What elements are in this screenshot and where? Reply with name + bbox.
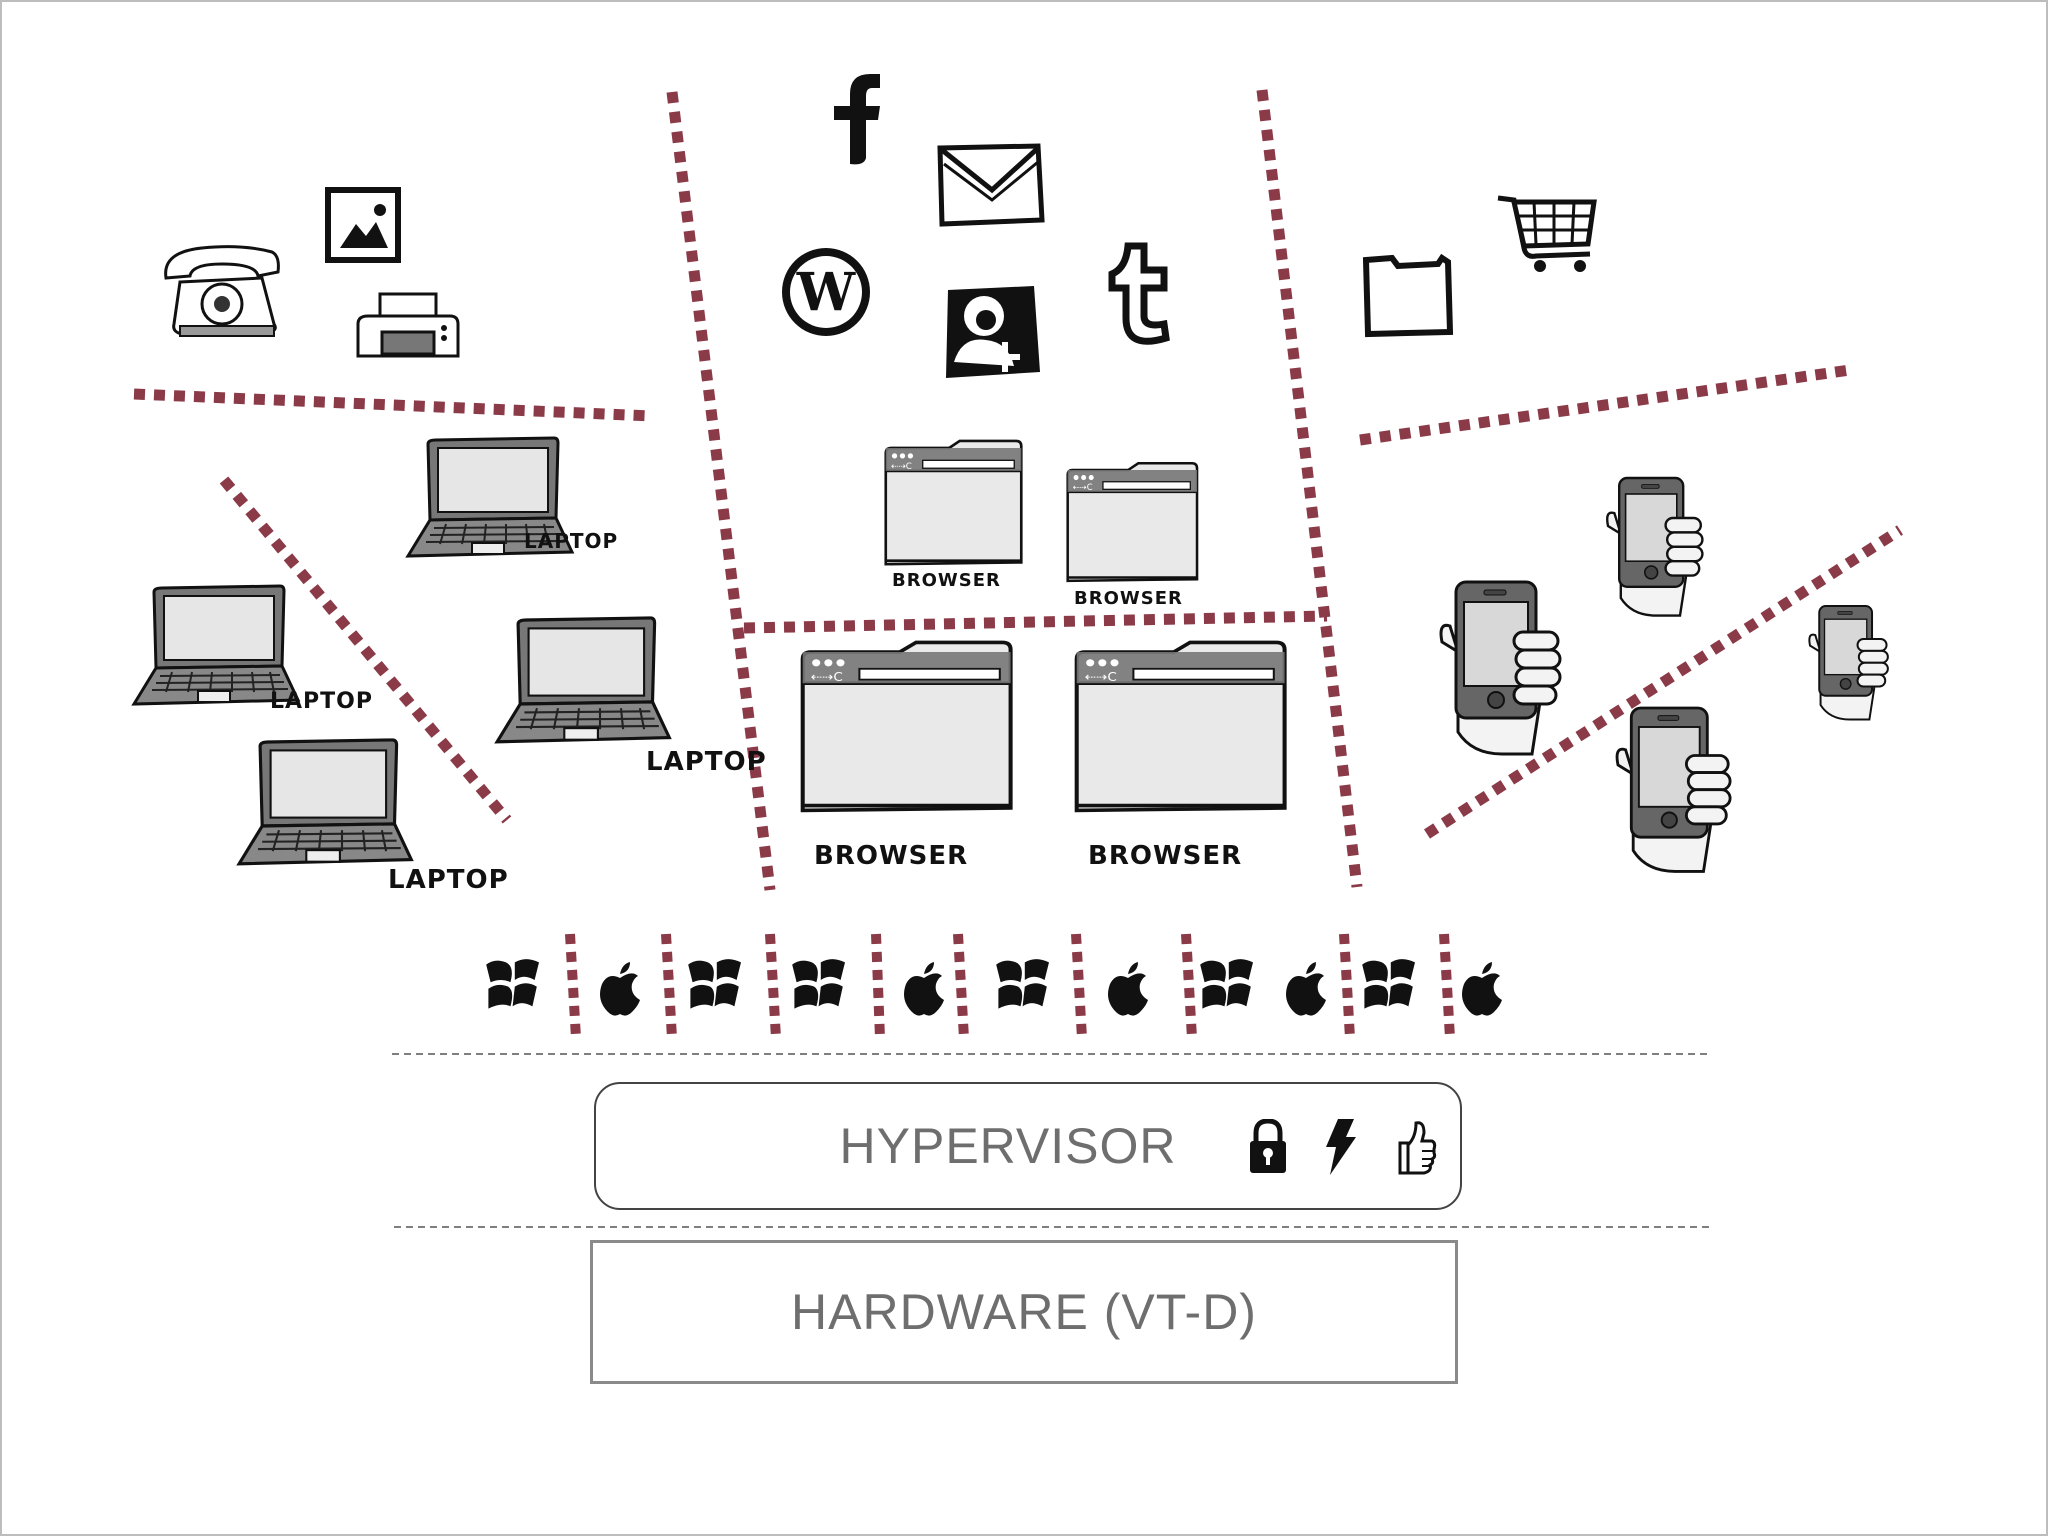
apple-icon — [1462, 962, 1502, 1016]
browser-label: BROWSER — [892, 570, 1001, 591]
svg-text:W: W — [796, 262, 857, 323]
laptop-label: LAPTOP — [270, 689, 373, 714]
lightning-icon — [1326, 1119, 1356, 1175]
windows-icon — [792, 959, 845, 1009]
os-row — [486, 933, 1502, 1039]
apple-icon — [904, 962, 944, 1016]
browser-label: BROWSER — [1088, 841, 1242, 871]
phone-in-hand — [1615, 706, 1732, 873]
laptop-device — [132, 584, 300, 706]
hardware-layer: HARDWARE (VT-D) — [590, 1240, 1458, 1384]
hardware-label: HARDWARE (VT-D) — [791, 1284, 1257, 1340]
windows-icon — [688, 959, 741, 1009]
google-plus-icon — [946, 286, 1040, 378]
divider-browsers — [743, 610, 1328, 634]
windows-icon — [1362, 959, 1415, 1009]
wordpress-icon: W — [782, 248, 870, 336]
browser-window — [1066, 462, 1199, 583]
phone-in-hand — [1808, 605, 1889, 721]
printer-icon — [356, 292, 460, 358]
windows-icon — [1200, 959, 1253, 1009]
folder-icon — [1362, 253, 1454, 338]
laptop-device — [237, 738, 413, 866]
hypervisor-label: HYPERVISOR — [839, 1118, 1177, 1174]
tumblr-icon — [1108, 242, 1170, 345]
facebook-icon — [834, 74, 880, 165]
telephone-icon — [164, 245, 280, 337]
phone-in-hand — [1439, 580, 1562, 756]
phone-in-hand — [1605, 476, 1704, 617]
divider-laptops — [219, 476, 512, 824]
divider-top-right — [1359, 364, 1851, 446]
hypervisor-layer: HYPERVISOR — [594, 1082, 1462, 1210]
windows-icon — [996, 959, 1049, 1009]
apple-icon — [1108, 962, 1148, 1016]
laptop-label: LAPTOP — [646, 747, 767, 777]
browser-label: BROWSER — [1074, 588, 1183, 609]
divider-lines — [133, 89, 1903, 891]
browser-window — [884, 439, 1023, 566]
divider-left-column — [666, 91, 776, 891]
lock-icon — [1250, 1119, 1286, 1173]
apple-icon — [1286, 962, 1326, 1016]
apple-icon — [600, 962, 640, 1016]
browser-label: BROWSER — [814, 841, 968, 871]
thumbs-up-icon — [1398, 1121, 1437, 1175]
browser-window — [803, 642, 1011, 810]
divider-phones — [1424, 525, 1903, 839]
hypervisor-icons — [1248, 1112, 1438, 1182]
shopping-cart-icon — [1497, 195, 1597, 272]
divider-right-column — [1256, 89, 1363, 888]
picture-icon — [325, 187, 401, 263]
laptop-device — [495, 616, 671, 744]
windows-icon — [486, 959, 539, 1009]
laptop-label: LAPTOP — [388, 865, 509, 895]
laptop-label: LAPTOP — [524, 529, 618, 553]
browser-window — [1077, 642, 1285, 810]
mail-icon — [937, 143, 1045, 227]
divider-top-left — [133, 388, 653, 422]
